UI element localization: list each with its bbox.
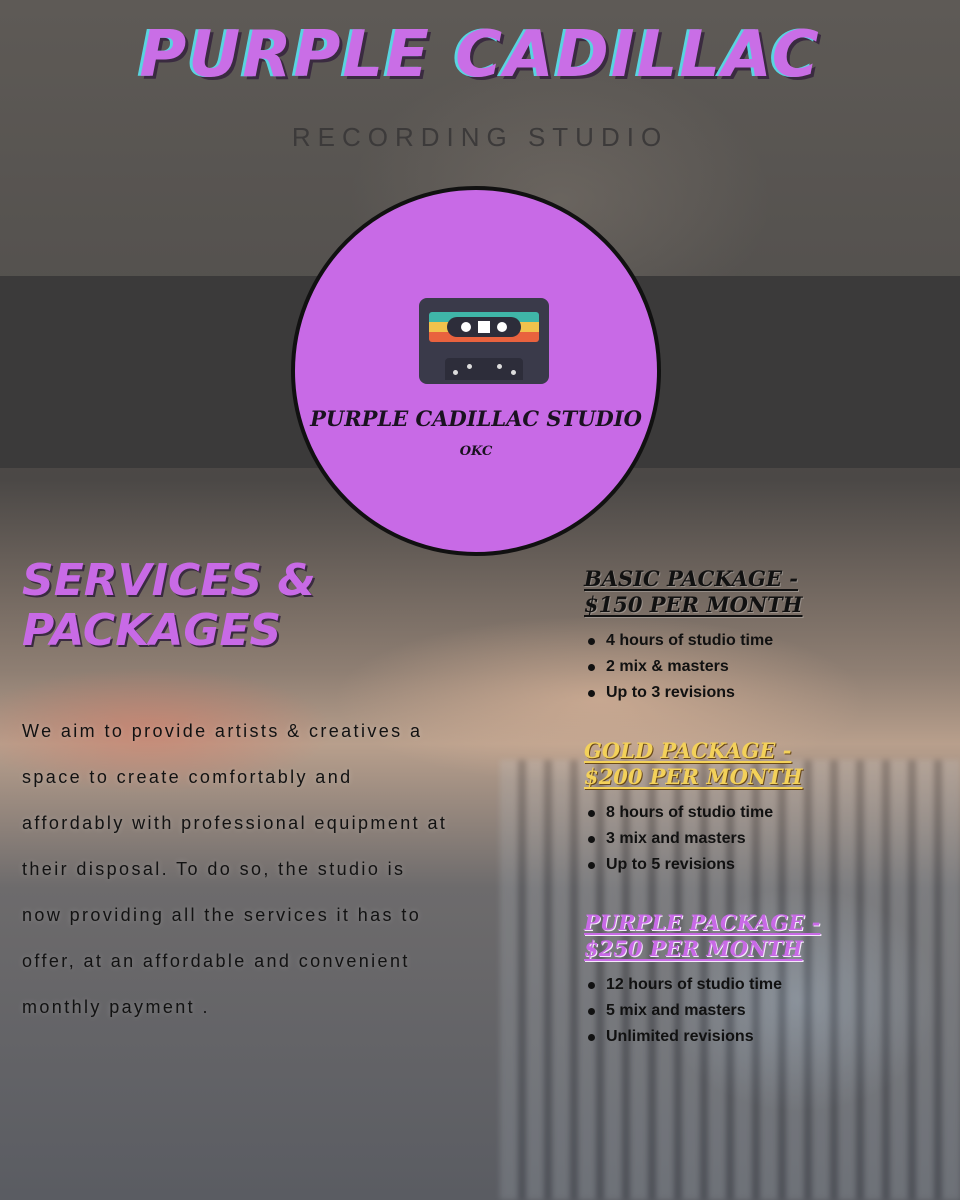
- list-item: 5 mix and masters: [584, 998, 954, 1024]
- list-item: Up to 5 revisions: [584, 852, 954, 878]
- page-subtitle: RECORDING STUDIO: [291, 122, 669, 152]
- package-title: PURPLE PACKAGE - $250 PER MONTH: [584, 910, 954, 962]
- background-keyboard: [500, 760, 960, 1200]
- services-heading-line2: PACKAGES: [22, 605, 282, 656]
- list-item: 3 mix and masters: [584, 826, 954, 852]
- package-title-line1: BASIC PACKAGE -: [584, 566, 798, 591]
- list-item: 12 hours of studio time: [584, 972, 954, 998]
- package-title-line2: $250 PER MONTH: [584, 936, 803, 961]
- studio-logo: PURPLE CADILLAC STUDIO OKC: [291, 186, 661, 556]
- services-heading: SERVICES & PACKAGES: [22, 556, 382, 656]
- logo-name: PURPLE CADILLAC STUDIO: [310, 406, 642, 431]
- list-item: Up to 3 revisions: [584, 680, 954, 706]
- list-item: 4 hours of studio time: [584, 628, 954, 654]
- package-basic: BASIC PACKAGE - $150 PER MONTH 4 hours o…: [584, 566, 954, 706]
- package-title-line2: $200 PER MONTH: [584, 764, 803, 789]
- package-title-line1: PURPLE PACKAGE -: [584, 910, 821, 935]
- list-item: 2 mix & masters: [584, 654, 954, 680]
- feature-list: 8 hours of studio time 3 mix and masters…: [584, 800, 954, 878]
- package-title-line2: $150 PER MONTH: [584, 592, 803, 617]
- package-gold: GOLD PACKAGE - $200 PER MONTH 8 hours of…: [584, 738, 954, 878]
- logo-city: OKC: [459, 444, 493, 459]
- package-title-line1: GOLD PACKAGE -: [584, 738, 792, 763]
- page-title: PURPLE CADILLAC: [139, 18, 821, 92]
- package-title: BASIC PACKAGE - $150 PER MONTH: [584, 566, 954, 618]
- package-title: GOLD PACKAGE - $200 PER MONTH: [584, 738, 954, 790]
- list-item: 8 hours of studio time: [584, 800, 954, 826]
- feature-list: 12 hours of studio time 5 mix and master…: [584, 972, 954, 1050]
- feature-list: 4 hours of studio time 2 mix & masters U…: [584, 628, 954, 706]
- list-item: Unlimited revisions: [584, 1024, 954, 1050]
- package-purple: PURPLE PACKAGE - $250 PER MONTH 12 hours…: [584, 910, 954, 1050]
- services-description: We aim to provide artists & creatives a …: [22, 721, 448, 1017]
- cassette-icon: [419, 298, 549, 384]
- services-heading-line1: SERVICES &: [22, 555, 316, 606]
